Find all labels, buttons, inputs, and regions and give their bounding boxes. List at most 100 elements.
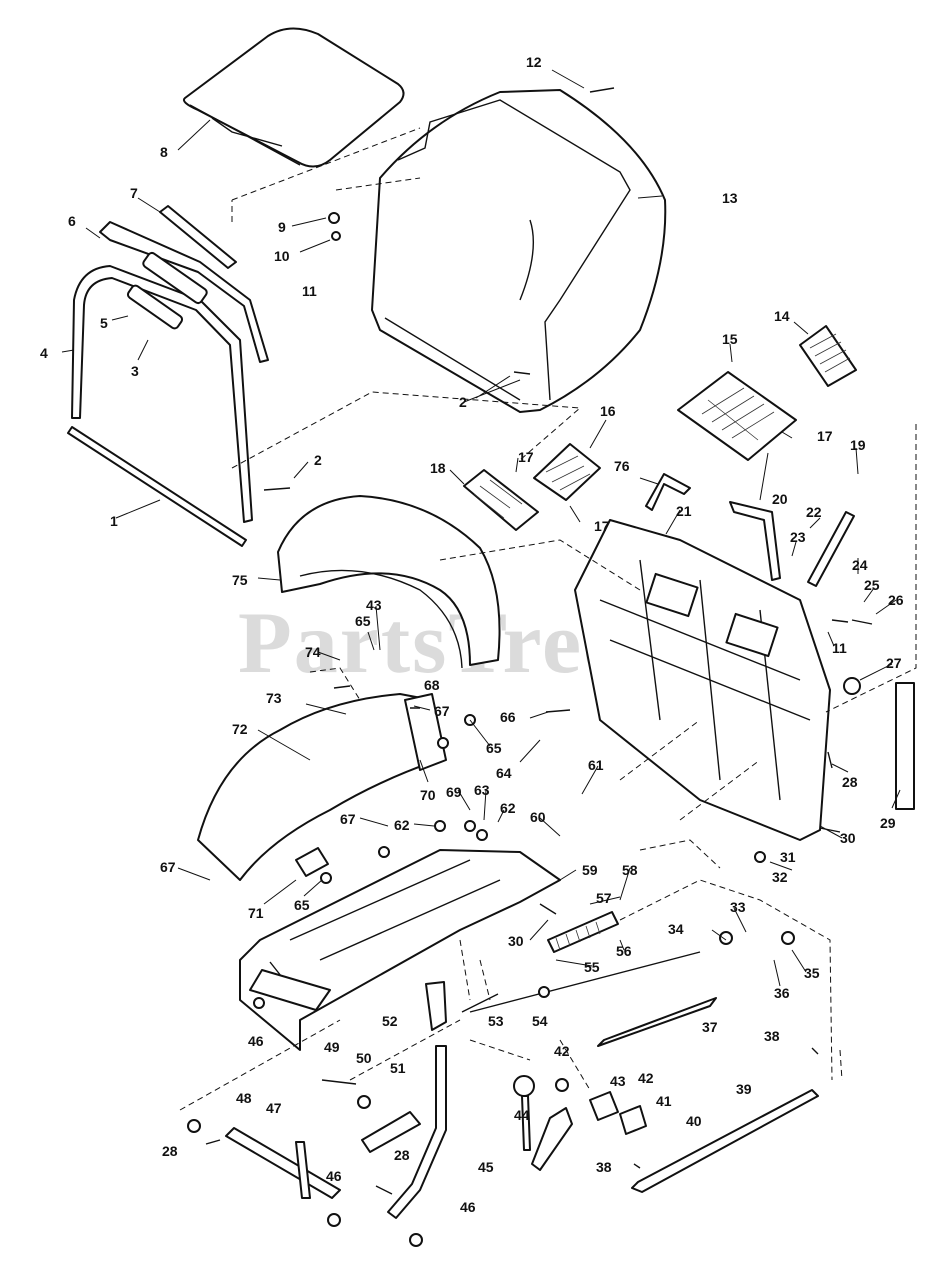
callout-62: 62 (500, 800, 516, 816)
callout-62: 62 (394, 817, 410, 833)
callout-26: 26 (888, 592, 904, 608)
callout-30: 30 (508, 933, 524, 949)
callout-74: 74 (305, 644, 321, 660)
callout-32: 32 (772, 869, 788, 885)
callout-55: 55 (584, 959, 600, 975)
callout-28: 28 (842, 774, 858, 790)
callout-46: 46 (248, 1033, 264, 1049)
shaft-assembly-part (225, 1111, 421, 1199)
callout-21: 21 (676, 503, 692, 519)
callout-38: 38 (596, 1159, 612, 1175)
assembly-lines (179, 127, 917, 1111)
callout-67: 67 (340, 811, 356, 827)
watermark: PartsTree (238, 595, 624, 692)
callout-46: 46 (326, 1168, 342, 1184)
callout-15: 15 (722, 331, 738, 347)
callout-64: 64 (496, 765, 512, 781)
callout-43: 43 (610, 1073, 626, 1089)
callout-18: 18 (430, 460, 446, 476)
callout-47: 47 (266, 1100, 282, 1116)
fender-part (197, 693, 447, 881)
small-parts (425, 981, 647, 1171)
callout-37: 37 (702, 1019, 718, 1035)
callout-5: 5 (100, 315, 108, 331)
pad-part (159, 205, 237, 269)
spring-part (547, 911, 619, 953)
callout-10: 10 (274, 248, 290, 264)
callout-49: 49 (324, 1039, 340, 1055)
roll-bar-part (71, 221, 269, 523)
bolts (205, 87, 873, 1195)
callout-65: 65 (486, 740, 502, 756)
lever-part (387, 1045, 447, 1219)
rod-part (67, 426, 247, 547)
callout-67: 67 (160, 859, 176, 875)
callout-52: 52 (382, 1013, 398, 1029)
callout-14: 14 (774, 308, 790, 324)
callout-42: 42 (554, 1043, 570, 1059)
callout-3: 3 (131, 363, 139, 379)
callout-9: 9 (278, 219, 286, 235)
callout-51: 51 (390, 1060, 406, 1076)
leader-lines (61, 69, 901, 987)
callout-labels: 12 8 13 7 6 9 10 11 5 4 3 2 14 15 16 17 … (40, 54, 904, 1215)
callout-20: 20 (772, 491, 788, 507)
callout-72: 72 (232, 721, 248, 737)
callout-58: 58 (622, 862, 638, 878)
callout-71: 71 (248, 905, 264, 921)
callout-25: 25 (864, 577, 880, 593)
callout-42: 42 (638, 1070, 654, 1086)
callout-28: 28 (394, 1147, 410, 1163)
callout-43: 43 (366, 597, 382, 613)
callout-61: 61 (588, 757, 604, 773)
callout-40: 40 (686, 1113, 702, 1129)
callout-56: 56 (616, 943, 632, 959)
callout-30: 30 (840, 830, 856, 846)
callout-1: 1 (110, 513, 118, 529)
chassis-frame-part (239, 849, 561, 1051)
callout-35: 35 (804, 965, 820, 981)
callout-2: 2 (314, 452, 322, 468)
callout-65: 65 (294, 897, 310, 913)
callout-75: 75 (232, 572, 248, 588)
callout-45: 45 (478, 1159, 494, 1175)
callout-2: 2 (459, 394, 467, 410)
callout-53: 53 (488, 1013, 504, 1029)
callout-73: 73 (266, 690, 282, 706)
long-rods-part (469, 951, 717, 1047)
callout-34: 34 (668, 921, 684, 937)
callout-11: 11 (302, 283, 317, 299)
callout-31: 31 (780, 849, 796, 865)
callout-67: 67 (434, 703, 450, 719)
callout-22: 22 (806, 504, 822, 520)
callout-59: 59 (582, 862, 598, 878)
callout-69: 69 (446, 784, 462, 800)
callout-16: 16 (600, 403, 616, 419)
callout-38: 38 (764, 1028, 780, 1044)
callout-8: 8 (160, 144, 168, 160)
callout-54: 54 (532, 1013, 548, 1029)
callout-23: 23 (790, 529, 806, 545)
callout-33: 33 (730, 899, 746, 915)
screen-decals (463, 325, 857, 531)
callout-12: 12 (526, 54, 542, 70)
bracket-parts (645, 473, 855, 587)
callout-17: 17 (518, 449, 534, 465)
seat-cushion-part (182, 27, 405, 168)
callout-19: 19 (850, 437, 866, 453)
callout-76: 76 (614, 458, 630, 474)
bar-part (895, 682, 915, 810)
callout-4: 4 (40, 345, 48, 361)
callout-50: 50 (356, 1050, 372, 1066)
callout-13: 13 (722, 190, 738, 206)
callout-48: 48 (236, 1090, 252, 1106)
callout-36: 36 (774, 985, 790, 1001)
link-rod-part (631, 1089, 819, 1193)
callout-28: 28 (162, 1143, 178, 1159)
callout-44: 44 (514, 1107, 530, 1123)
callout-24: 24 (852, 557, 868, 573)
callout-70: 70 (420, 787, 436, 803)
callout-65: 65 (355, 613, 371, 629)
callout-57: 57 (596, 890, 612, 906)
